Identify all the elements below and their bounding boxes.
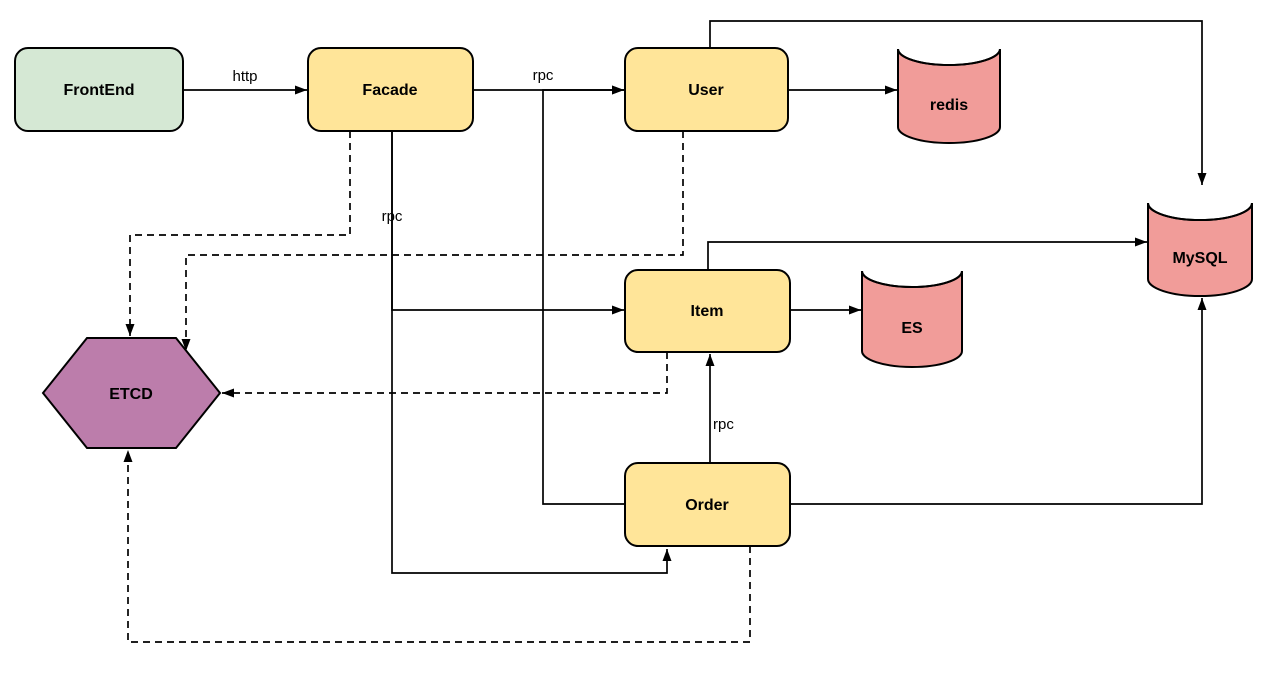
node-order-label: Order (685, 497, 729, 514)
node-frontend: FrontEnd (14, 47, 184, 132)
node-user-label: User (688, 82, 724, 99)
node-item: Item (624, 269, 791, 353)
edge-label-facade-user-rpc: rpc (533, 67, 554, 84)
node-facade: Facade (307, 47, 474, 132)
edge-facade-order (391, 131, 672, 574)
node-redis: redis (897, 48, 1001, 144)
node-facade-label: Facade (362, 82, 417, 99)
node-user-shape (624, 47, 789, 132)
edge-order-user (542, 85, 625, 505)
node-es-top-edge (861, 270, 963, 288)
node-es: ES (861, 270, 963, 368)
edge-item-etcd (222, 352, 668, 398)
edge-label-http: http (232, 68, 257, 85)
edges-solid (183, 20, 1207, 574)
node-etcd-label: ETCD (109, 386, 153, 403)
node-mysql-label: MySQL (1172, 250, 1227, 267)
node-frontend-label: FrontEnd (63, 82, 134, 99)
edge-order-mysql (790, 298, 1207, 505)
node-es-label: ES (901, 320, 923, 337)
node-facade-shape (307, 47, 474, 132)
node-frontend-shape (14, 47, 184, 132)
edges-dashed (123, 131, 751, 643)
edge-user-mysql (709, 20, 1207, 185)
node-mysql-top-edge (1147, 202, 1253, 221)
node-user: User (624, 47, 789, 132)
node-item-shape (624, 269, 791, 353)
edge-labels: http rpc rpc rpc (232, 67, 734, 433)
node-mysql: MySQL (1147, 202, 1253, 297)
node-order-shape (624, 462, 791, 547)
node-es-shape (861, 270, 963, 368)
edge-facade-item (391, 131, 624, 315)
edge-label-facade-item-rpc: rpc (382, 208, 403, 225)
node-etcd: ETCD (41, 337, 222, 449)
node-order: Order (624, 462, 791, 547)
edge-item-mysql (707, 237, 1147, 270)
edge-order-etcd (123, 450, 751, 643)
node-item-label: Item (691, 303, 724, 320)
edge-facade-etcd (125, 131, 351, 336)
node-etcd-shape (41, 337, 222, 449)
node-redis-label: redis (930, 97, 968, 114)
edge-user-etcd (181, 131, 684, 351)
edge-label-order-item-rpc: rpc (713, 416, 734, 433)
node-redis-top-edge (897, 48, 1001, 66)
node-redis-shape (897, 48, 1001, 144)
